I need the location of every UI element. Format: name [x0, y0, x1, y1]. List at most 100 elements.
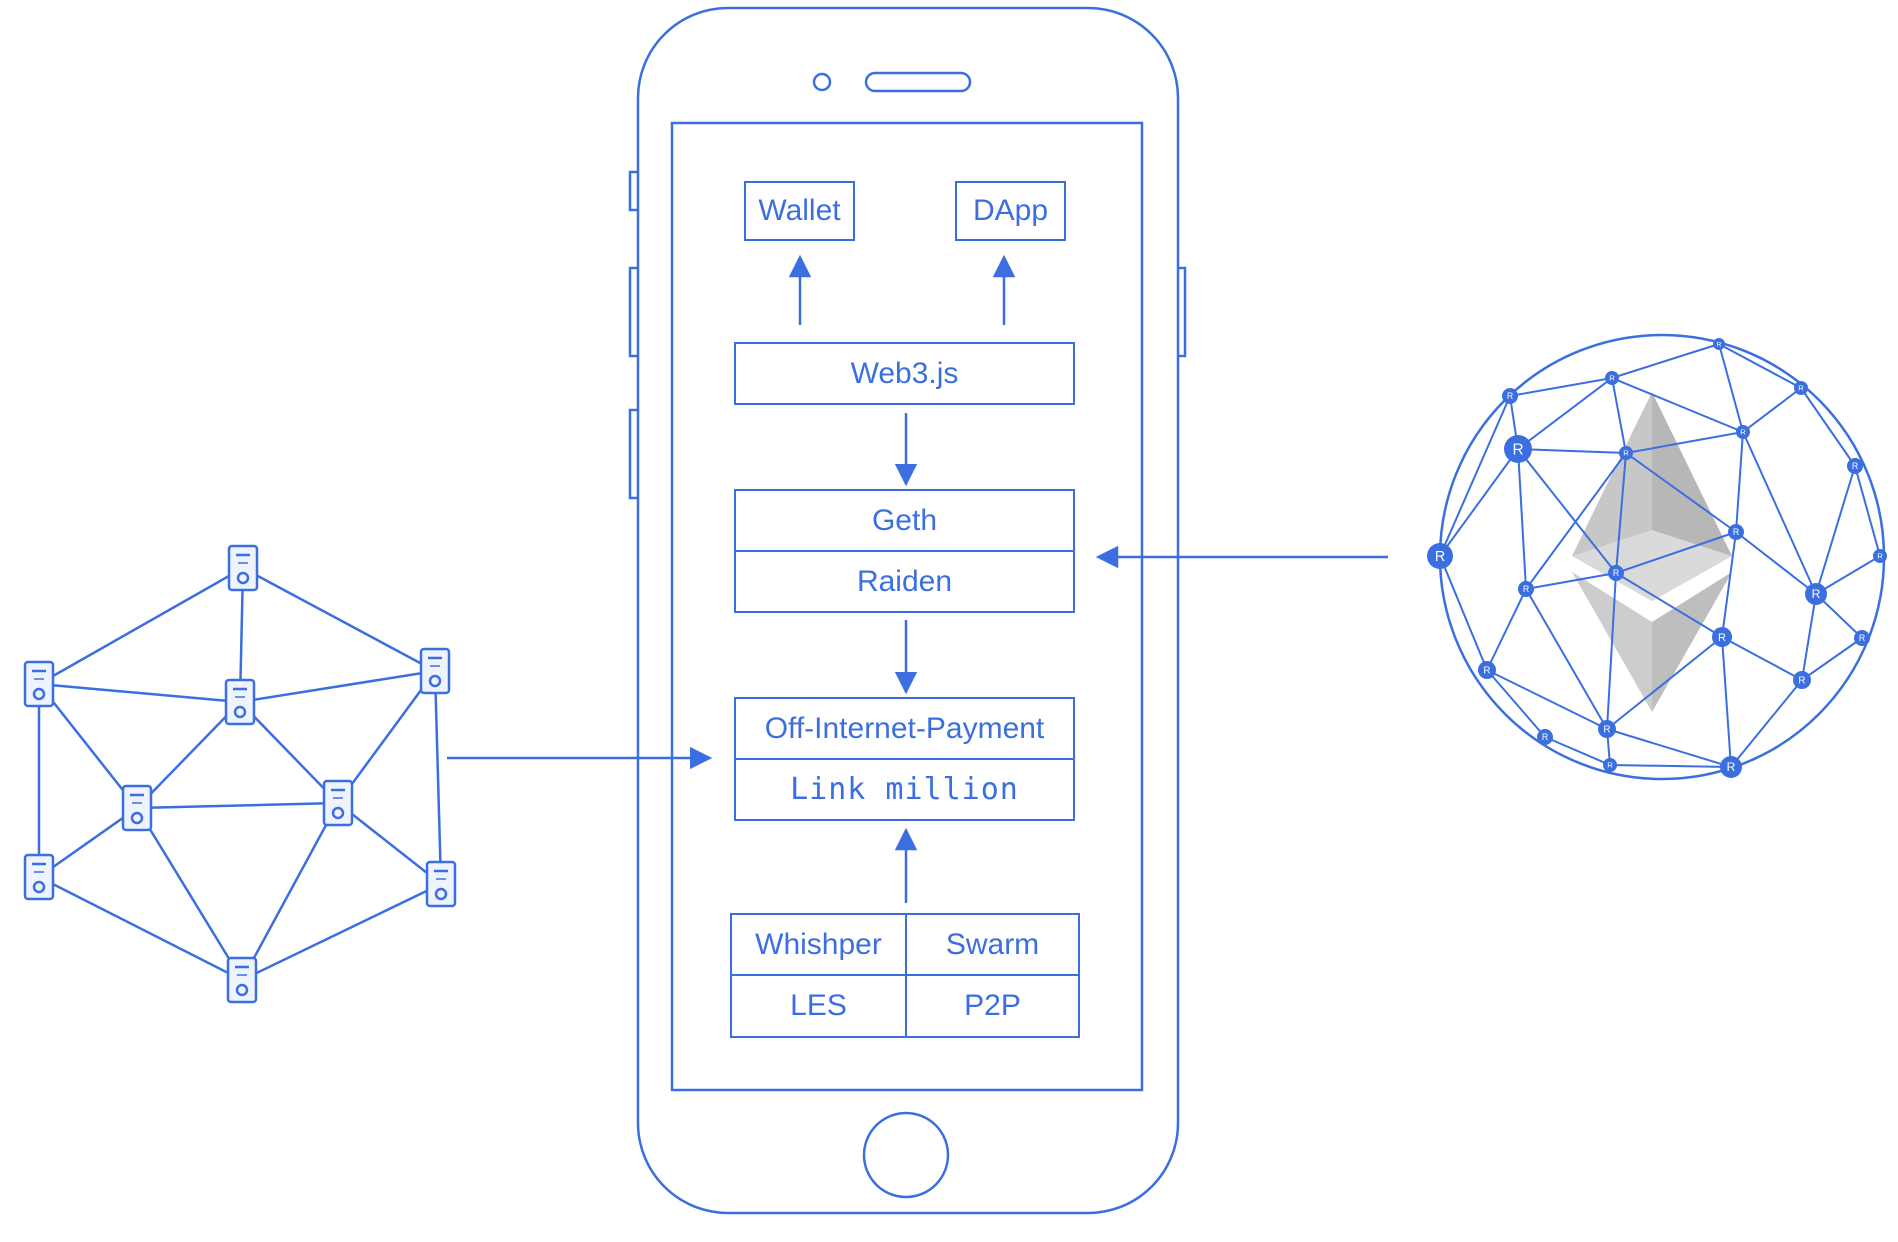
r-node-icon: R [1736, 425, 1750, 439]
svg-text:R: R [1798, 675, 1805, 686]
phone-side-button-1 [628, 170, 638, 212]
network-link [135, 807, 244, 981]
svg-text:R: R [1613, 568, 1619, 578]
server-network [23, 544, 457, 1004]
server-node-icon [227, 544, 259, 592]
globe-link [1615, 531, 1737, 574]
network-link [337, 802, 442, 885]
r-node-icon: R [1793, 671, 1811, 689]
globe-link [1525, 588, 1608, 730]
geth-cell: Geth [736, 491, 1073, 552]
globe-link [1609, 764, 1732, 768]
globe-link [1606, 728, 1732, 768]
phone-side-button-3 [628, 408, 638, 500]
svg-text:R: R [1812, 587, 1821, 601]
phone-arrows [447, 254, 1388, 903]
network-link [239, 669, 436, 704]
globe-link [1611, 343, 1720, 379]
globe-link [1615, 572, 1723, 638]
globe-link [1615, 452, 1627, 574]
globe-link [1517, 448, 1527, 590]
server-node-icon [224, 678, 256, 726]
network-link [239, 701, 339, 804]
svg-text:R: R [1609, 374, 1615, 383]
network-link [433, 670, 443, 885]
network-link [38, 566, 244, 686]
r-node-icon: R [1713, 338, 1725, 350]
ethereum-logo-icon [1572, 392, 1732, 712]
r-node-icon: R [1427, 543, 1453, 569]
r-node-icon: R [1619, 446, 1633, 460]
globe-link [1625, 452, 1737, 533]
globe-link [1439, 395, 1511, 557]
dapp-label: DApp [972, 194, 1049, 227]
globe-link [1735, 531, 1817, 595]
svg-text:R: R [1877, 552, 1883, 561]
globe-link [1517, 448, 1627, 454]
svg-text:R: R [1852, 461, 1858, 471]
protocols-grid: Whishper Swarm LES P2P [730, 913, 1080, 1038]
svg-text:R: R [1523, 584, 1529, 594]
network-link [38, 683, 138, 809]
geth-label: Geth [871, 503, 938, 537]
globe-link [1801, 637, 1863, 681]
link-million-cell: Link million [736, 760, 1073, 819]
wallet-box: Wallet [744, 181, 855, 241]
server-node-icon [419, 647, 451, 695]
r-node-icon: R [1720, 756, 1742, 778]
les-cell: LES [732, 976, 907, 1036]
globe-link [1486, 669, 1608, 730]
globe-link [1815, 465, 1856, 595]
link-million-label: Link million [790, 772, 1019, 807]
r-node-icon: R [1478, 661, 1496, 679]
r-node-icon: R [1608, 565, 1624, 581]
globe-link [1486, 669, 1546, 738]
raiden-cell: Raiden [736, 552, 1073, 611]
r-node-icon: R [1794, 381, 1808, 395]
globe-link [1517, 448, 1617, 574]
server-node-icon [23, 660, 55, 708]
svg-text:R: R [1542, 732, 1548, 742]
p2p-label: P2P [964, 989, 1021, 1022]
r-node-icon: R [1873, 549, 1887, 563]
web3-label: Web3.js [850, 356, 959, 390]
globe-link [1611, 377, 1627, 454]
network-link [336, 670, 437, 804]
globe-link [1625, 431, 1744, 454]
network-link [38, 682, 241, 704]
globe-link [1439, 555, 1488, 671]
p2p-cell: P2P [907, 976, 1078, 1036]
globe-link [1742, 387, 1802, 433]
globe-link [1721, 636, 1803, 681]
r-node-icon: R [1504, 435, 1532, 463]
swarm-label: Swarm [945, 927, 1040, 961]
network-link [242, 566, 436, 673]
les-label: LES [790, 989, 847, 1022]
svg-text:R: R [1740, 428, 1746, 437]
whisper-cell: Whishper [732, 915, 907, 976]
r-node-icon: R [1598, 720, 1616, 738]
svg-text:R: R [1859, 633, 1865, 643]
globe-link [1611, 377, 1744, 433]
r-node-icon: R [1605, 371, 1619, 385]
network-link [240, 802, 340, 981]
phone-speaker [864, 71, 972, 93]
payment-link-stack: Off-Internet-Payment Link million [734, 697, 1075, 821]
r-node-icon: R [1502, 388, 1518, 404]
globe-link [1606, 572, 1617, 730]
svg-text:R: R [1483, 665, 1490, 676]
globe-link [1742, 431, 1817, 595]
globe-link [1544, 736, 1611, 766]
web3-box: Web3.js [734, 342, 1075, 405]
phone-side-button-4 [1178, 266, 1187, 358]
phone-camera [812, 72, 832, 92]
whisper-label: Whishper [755, 927, 882, 961]
globe-link [1439, 448, 1519, 557]
svg-text:R: R [1718, 632, 1726, 644]
network-link [241, 882, 442, 982]
globe-link [1801, 593, 1817, 681]
globe-link [1854, 465, 1881, 557]
raiden-label: Raiden [856, 564, 953, 598]
